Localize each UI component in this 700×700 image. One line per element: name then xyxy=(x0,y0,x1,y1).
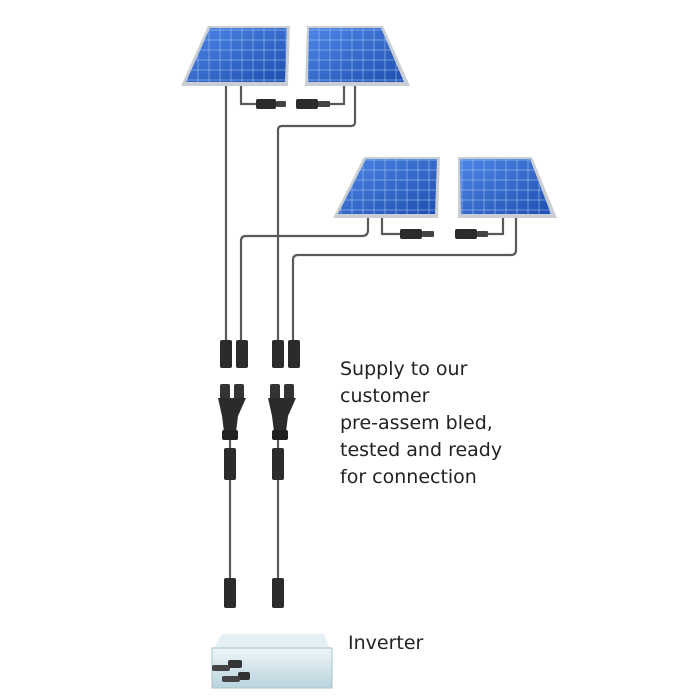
solar-panel-top-left xyxy=(181,26,290,86)
cables xyxy=(224,86,518,578)
inverter-label: Inverter xyxy=(348,632,424,654)
inverter-icon xyxy=(211,634,333,689)
mc4-connector-icon xyxy=(400,229,488,239)
mc4-connector-icon xyxy=(224,448,284,480)
mc4-connector-icon xyxy=(256,99,330,109)
solar-panel-top-right xyxy=(305,26,410,86)
caption-line: pre-assem bled, xyxy=(340,412,493,434)
solar-panel-middle-right xyxy=(458,157,557,218)
mc4-connector-icon xyxy=(220,340,300,368)
caption-line: tested and ready xyxy=(340,439,503,461)
caption-line: Supply to our xyxy=(340,358,468,380)
branch-connector-icon xyxy=(218,384,296,440)
caption-line: for connection xyxy=(340,466,477,488)
caption-text: Supply to our customer pre-assem bled, t… xyxy=(340,356,580,491)
caption-line: customer xyxy=(340,385,430,407)
solar-panel-middle-left xyxy=(333,157,440,218)
mc4-connector-icon xyxy=(224,578,284,608)
